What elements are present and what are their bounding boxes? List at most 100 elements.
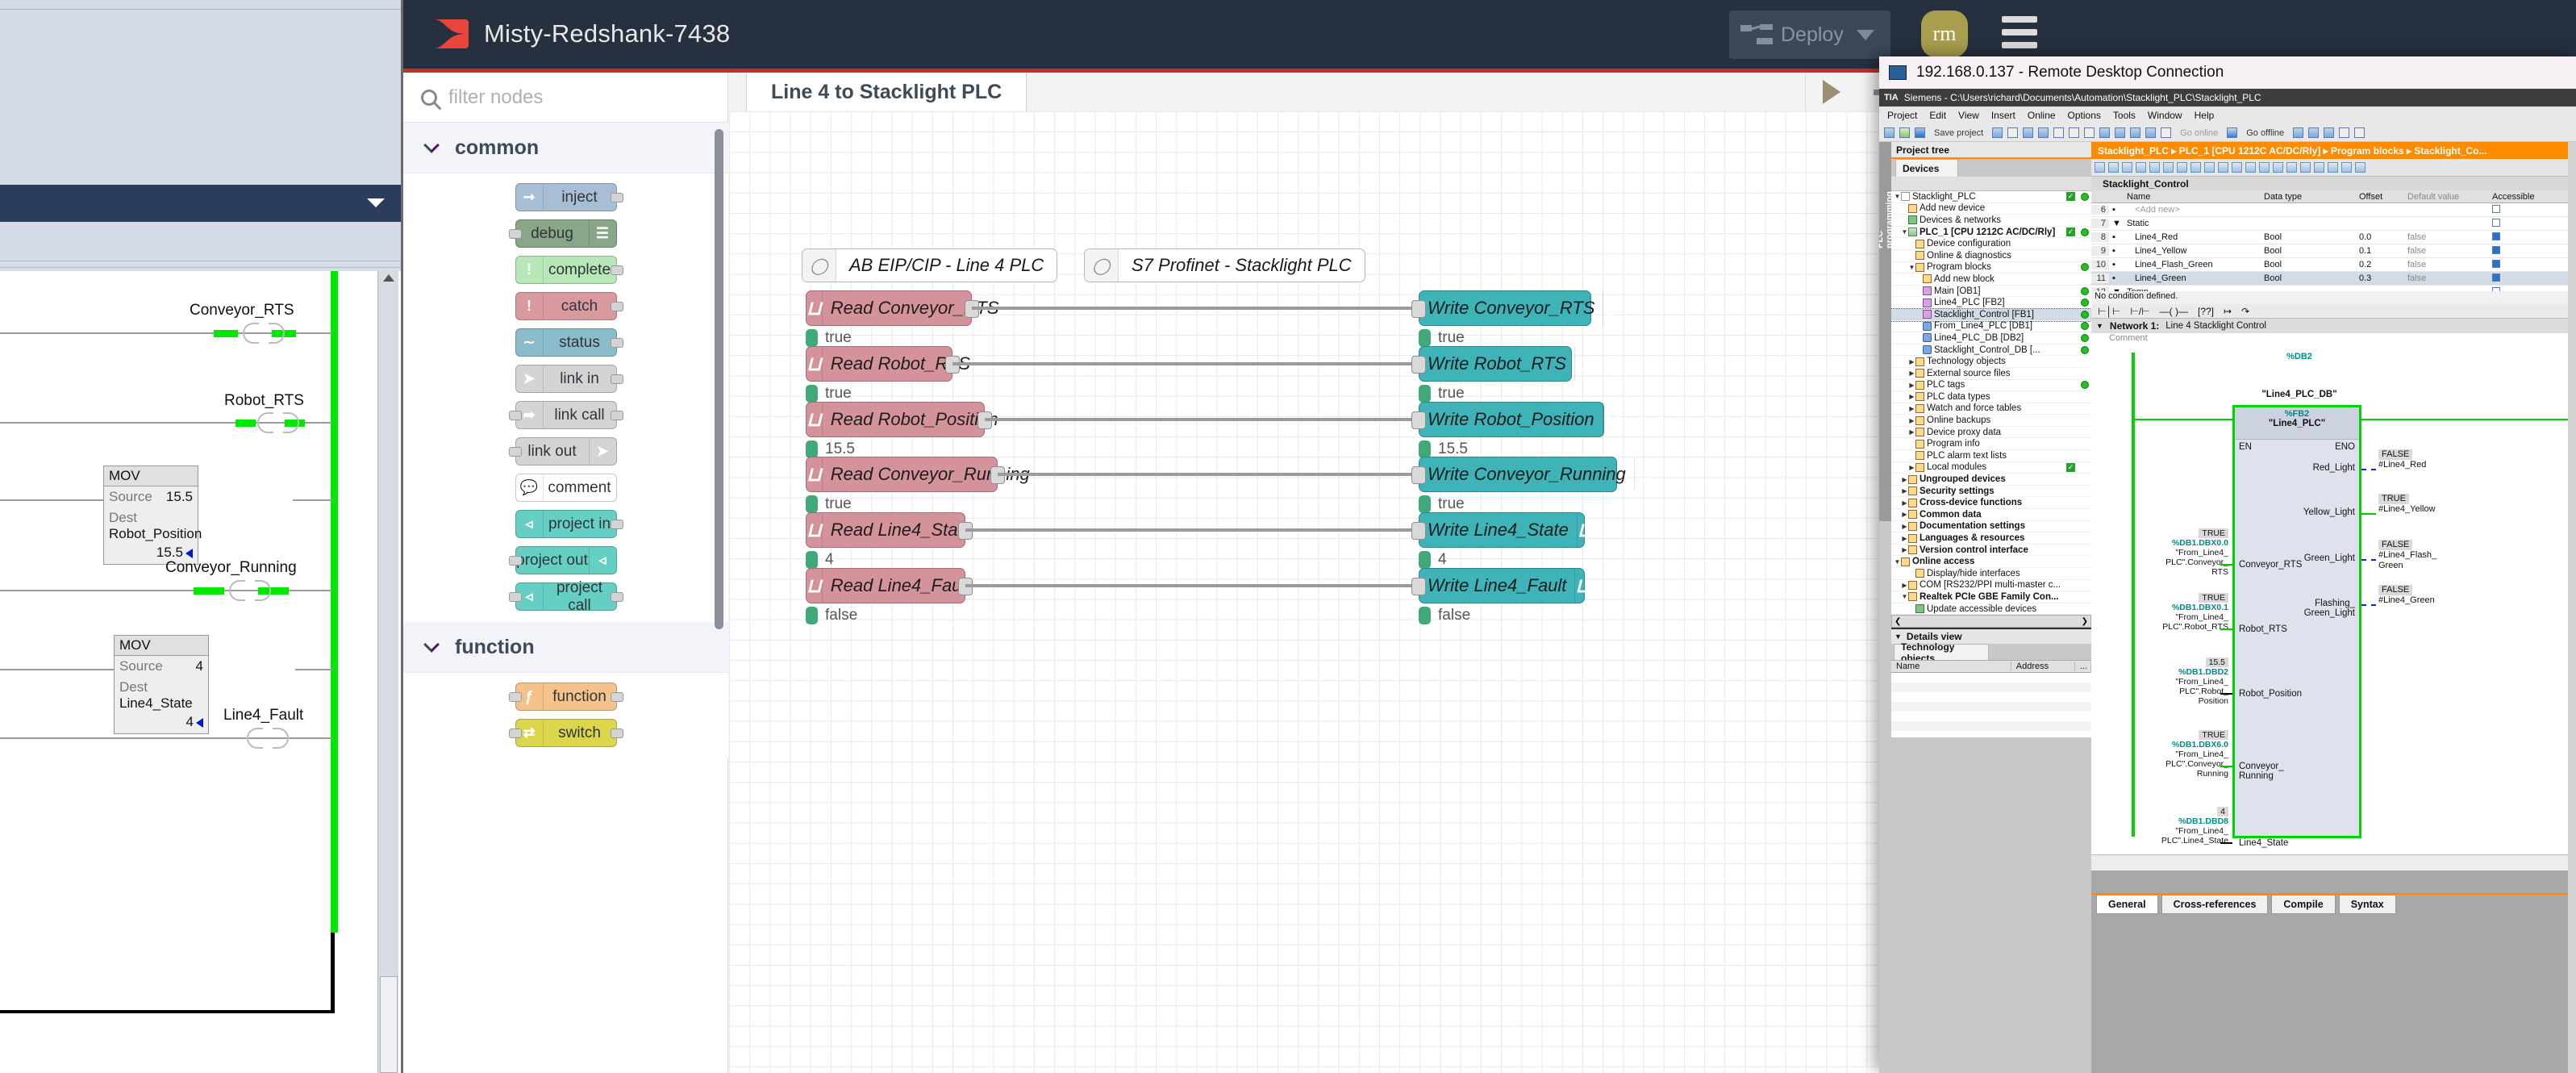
tia-right-scrollbar[interactable] [2568,142,2576,1073]
cell-name[interactable]: Static [2127,219,2149,228]
tree-expander-icon[interactable]: ▶ [1902,487,1907,495]
node-output-port[interactable] [610,520,623,529]
split-horizontal-icon[interactable] [2339,127,2350,138]
scroll-up-icon[interactable] [383,274,394,282]
open-project-icon[interactable] [1899,127,1910,138]
plc-programming-side-tab[interactable]: PLC programming [1879,142,1894,521]
node-read-line4_state[interactable]: ⊔Read Line4_State [806,512,973,548]
tree-item[interactable]: From_Line4_PLC [DB1] [1891,321,2091,333]
tree-item[interactable]: ▼Program blocks [1891,262,2091,274]
variable-icon[interactable]: ▪ [2112,205,2115,215]
node-read-line4_fault[interactable]: ⊔Read Line4_Fault [806,568,973,603]
fullscreen-icon[interactable] [2259,162,2270,173]
play-icon[interactable] [1822,80,1840,104]
tree-item[interactable]: ▼Stacklight_PLC✓ [1891,191,2091,203]
tree-expander-icon[interactable]: ▶ [1902,511,1907,519]
flow-wire[interactable] [965,528,1419,532]
node-input-port[interactable] [1411,466,1426,484]
node-input-port[interactable] [1411,578,1426,595]
column-header[interactable]: Offset [2359,191,2383,202]
variable-icon[interactable]: ▪ [2112,260,2115,269]
node-input-port[interactable] [1411,356,1426,374]
network-comment[interactable]: Comment [2091,333,2576,346]
output-operand[interactable]: FALSE#Line4_Red [2378,449,2499,470]
tree-item[interactable]: Program info [1891,438,2091,451]
tree-item[interactable]: ▶Cross-device functions [1891,497,2091,510]
simulation-icon[interactable] [2145,127,2157,138]
output-coil-icon[interactable]: —( )— [2159,305,2188,317]
table-row[interactable]: 6▪<Add new> [2091,203,2576,217]
node-input-port[interactable] [508,229,522,239]
flow-wire[interactable] [952,362,1419,365]
filter-nodes-field[interactable]: filter nodes [403,73,728,123]
node-output-port[interactable] [610,692,623,702]
new-project-icon[interactable] [1884,127,1894,138]
close-branch-icon[interactable]: ↷ [2241,305,2250,317]
palette-category-function[interactable]: function [403,622,728,673]
node-output-port[interactable] [610,338,623,348]
comment-node[interactable]: ◯AB EIP/CIP - Line 4 PLC [802,248,1058,282]
cell-default-value[interactable]: false [2407,260,2427,269]
tree-item[interactable]: Main [OB1] [1891,286,2091,298]
palette-scrollbar-thumb[interactable] [715,129,723,629]
deploy-button[interactable]: Deploy [1729,10,1890,59]
menu-help[interactable]: Help [2194,110,2215,121]
cell-data-type[interactable]: Bool [2264,232,2282,242]
download-icon[interactable] [2115,127,2126,138]
cut-icon[interactable] [2007,127,2019,138]
input-operand[interactable]: TRUE%DB1.DBX0.0"From_Line4_PLC".Conveyor… [2136,528,2228,577]
palette-node-comment[interactable]: 💬comment [515,474,617,502]
absolute-symbolic-icon[interactable] [2149,162,2160,173]
node-input-port[interactable] [508,447,522,457]
output-operand[interactable]: TRUE#Line4_Yellow [2378,494,2499,515]
avatar[interactable]: rm [1921,10,1968,57]
tree-item[interactable]: Add new block [1891,273,2091,286]
cell-name[interactable]: <Add new> [2135,205,2180,215]
devices-tab[interactable]: Devices [1895,159,1958,177]
tab-line-4-to-stacklight-plc[interactable]: Line 4 to Stacklight PLC [746,73,1027,111]
favourites-icon[interactable] [2273,162,2283,173]
tree-expander-icon[interactable]: ▼ [1894,193,1901,201]
palette-node-link-call[interactable]: ➦link call [508,401,623,429]
node-input-port[interactable] [1411,411,1426,429]
tree-item[interactable]: ▶PLC tags [1891,380,2091,392]
chevron-down-icon[interactable] [1856,29,1874,40]
palette-node-link-out[interactable]: link out➤ [508,437,617,466]
show-blocks-icon[interactable] [2177,162,2187,173]
upload-icon[interactable] [2130,127,2141,138]
tree-item[interactable]: ▼Realtek PCIe GBE Family Con... [1891,591,2091,603]
tree-expander-icon[interactable]: ▼ [1908,263,1915,271]
palette-node-project-call[interactable]: ◃project call [508,579,623,614]
output-coil[interactable] [242,728,294,749]
node-output-port[interactable] [610,302,623,311]
tree-item[interactable]: ▶Version control interface [1891,545,2091,557]
undo-icon[interactable] [2069,127,2080,138]
tree-item[interactable]: ▶Local modules✓ [1891,462,2091,474]
insert-network-icon[interactable] [2095,162,2105,173]
go-offline-icon[interactable] [2227,127,2238,138]
tree-item[interactable]: ▼PLC_1 [CPU 1212C AC/DC/Rly]✓ [1891,227,2091,239]
input-operand[interactable]: TRUE%DB1.DBX6.0"From_Line4_PLC".Conveyor… [2136,730,2228,779]
cell-default-value[interactable]: false [2407,273,2427,283]
node-input-port[interactable] [508,411,522,420]
tree-item[interactable]: ▶External source files [1891,368,2091,380]
node-input-port[interactable] [508,692,522,702]
column-header[interactable]: Default value [2407,191,2460,202]
node-output-port[interactable] [610,729,623,738]
tree-expander-icon[interactable]: ▶ [1902,475,1907,483]
comment-node[interactable]: ◯S7 Profinet - Stacklight PLC [1084,248,1365,282]
column-header[interactable]: Name [2127,191,2151,202]
info-tab-syntax[interactable]: Syntax [2338,895,2396,914]
force-icon[interactable] [2328,162,2338,173]
start-runtime-icon[interactable] [2161,127,2172,138]
cell-name[interactable]: Line4_Flash_Green [2135,260,2213,269]
normally-closed-contact-icon[interactable]: ⊢/⊢ [2130,305,2150,317]
go-offline-label[interactable]: Go offline [2246,127,2285,138]
output-coil[interactable] [238,323,290,344]
input-operand[interactable]: 15.5%DB1.DBD2"From_Line4_PLC".Robot_Posi… [2136,658,2228,706]
node-output-port[interactable] [610,193,623,202]
output-operand[interactable]: FALSE#Line4_Flash_Green [2378,540,2499,571]
help-icon[interactable] [2308,127,2320,138]
tree-expander-icon[interactable]: ▶ [1902,522,1907,530]
